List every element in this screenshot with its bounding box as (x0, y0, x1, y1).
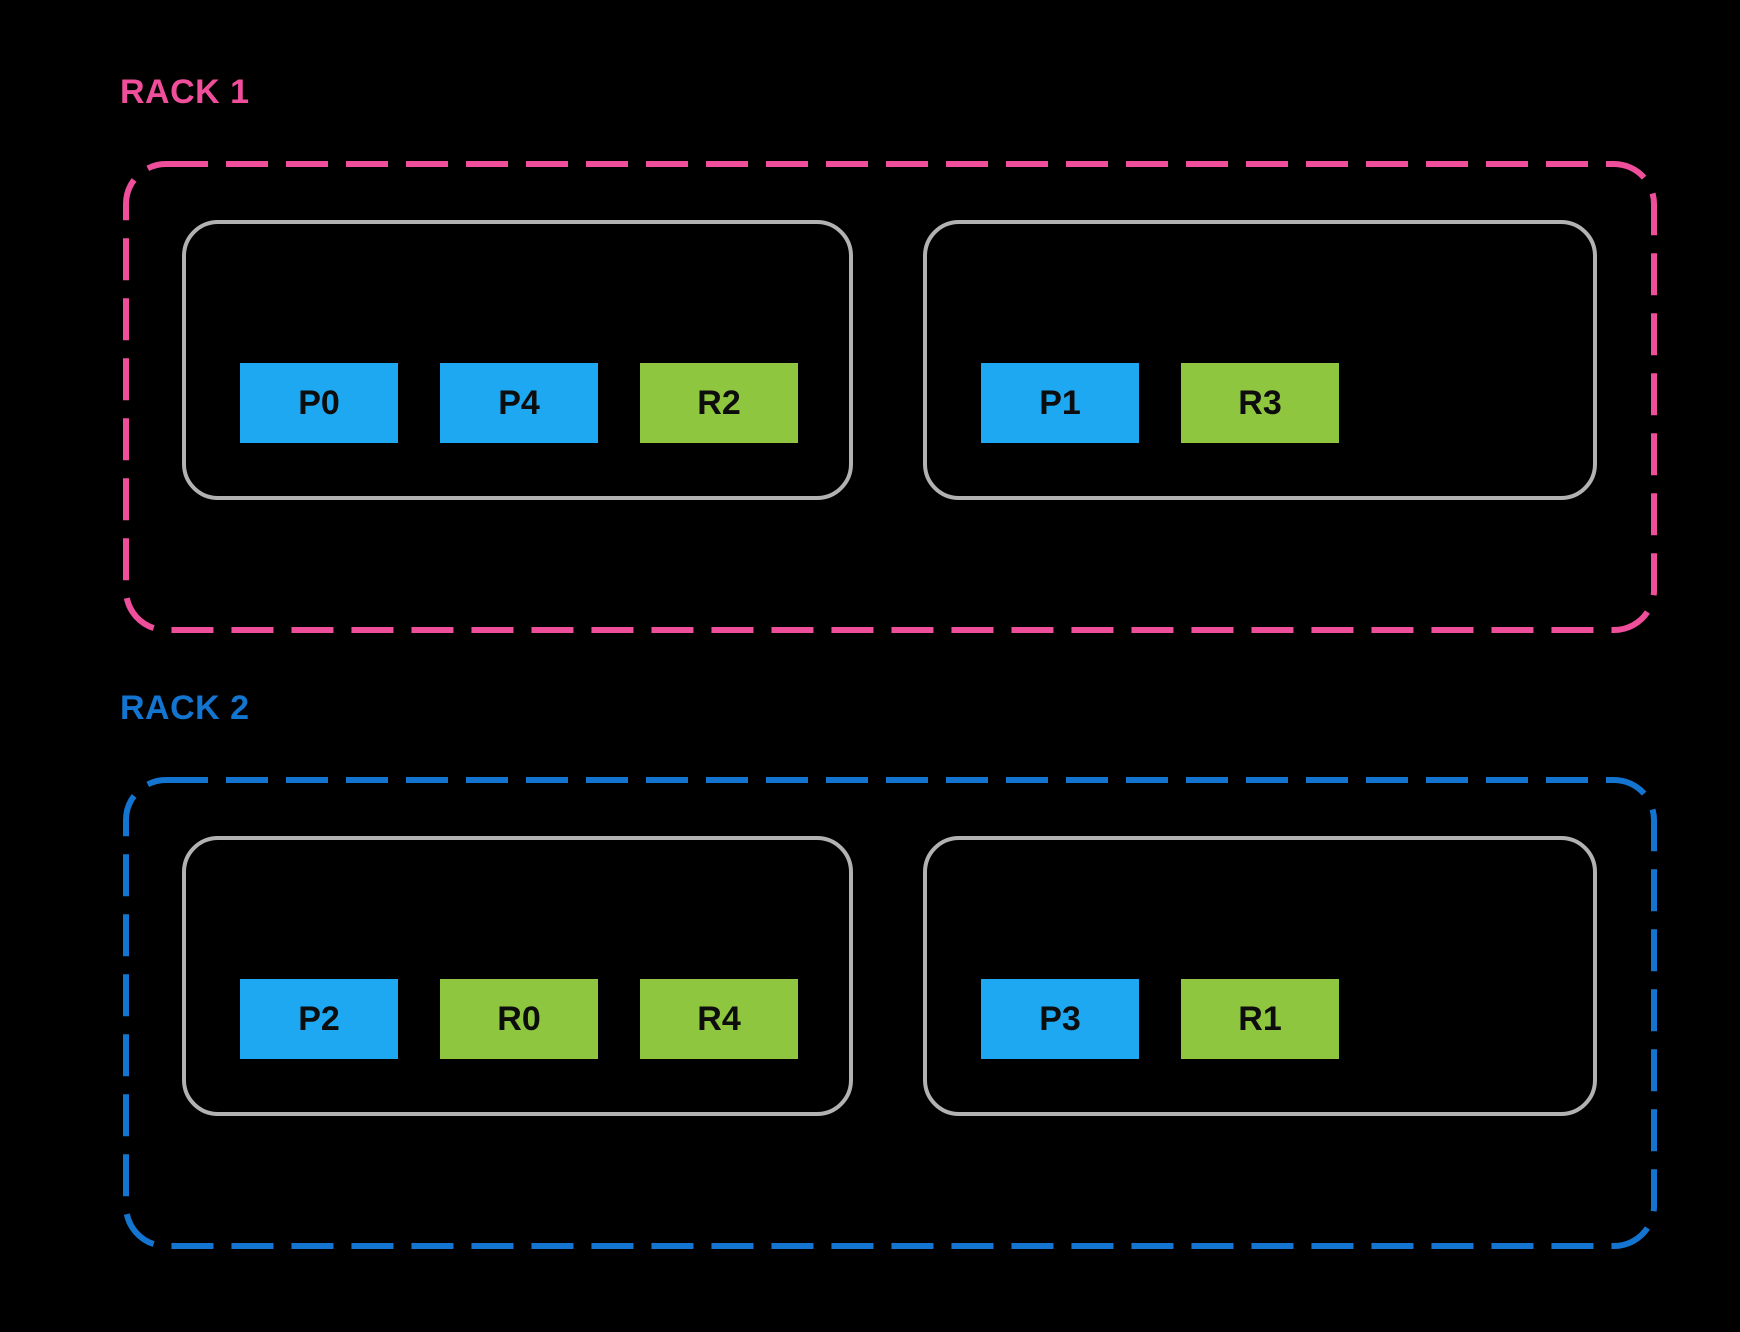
partition-slot-label: P1 (1039, 383, 1081, 422)
partition-slot-label: P0 (298, 383, 340, 422)
partition-slot-p3: P3 (981, 979, 1139, 1059)
rack-2-label: RACK 2 (120, 689, 250, 727)
partition-slot-label: R1 (1238, 999, 1282, 1038)
rack-1-node-2: P1 R3 (923, 220, 1597, 500)
rack-1-node-2-slots: P1 R3 (981, 363, 1339, 443)
rack-2-node-2: P3 R1 (923, 836, 1597, 1116)
rack-1-label: RACK 1 (120, 73, 250, 111)
partition-slot-label: P3 (1039, 999, 1081, 1038)
rack-2-node-1-slots: P2 R0 R4 (240, 979, 798, 1059)
partition-slot-label: P2 (298, 999, 340, 1038)
partition-slot-p2: P2 (240, 979, 398, 1059)
partition-slot-p1: P1 (981, 363, 1139, 443)
rack-2-node-1: P2 R0 R4 (182, 836, 853, 1116)
partition-slot-label: R0 (497, 999, 541, 1038)
rack-2-dashed-border (123, 777, 1657, 1249)
partition-slot-label: R4 (697, 999, 741, 1038)
partition-slot-label: R2 (697, 383, 741, 422)
rack-1: RACK 1 P0 P4 R2 P1 (120, 75, 1657, 633)
rack-1-node-1-slots: P0 P4 R2 (240, 363, 798, 443)
partition-slot-r4: R4 (640, 979, 798, 1059)
rack-2: RACK 2 P2 R0 R4 P3 (120, 691, 1657, 1249)
rack-1-node-1: P0 P4 R2 (182, 220, 853, 500)
rack-2-node-2-slots: P3 R1 (981, 979, 1339, 1059)
partition-slot-label: R3 (1238, 383, 1282, 422)
partition-slot-p4: P4 (440, 363, 598, 443)
partition-slot-r0: R0 (440, 979, 598, 1059)
rack-1-dashed-border (123, 161, 1657, 633)
partition-slot-r2: R2 (640, 363, 798, 443)
partition-slot-r1: R1 (1181, 979, 1339, 1059)
partition-slot-r3: R3 (1181, 363, 1339, 443)
partition-slot-p0: P0 (240, 363, 398, 443)
partition-slot-label: P4 (498, 383, 540, 422)
